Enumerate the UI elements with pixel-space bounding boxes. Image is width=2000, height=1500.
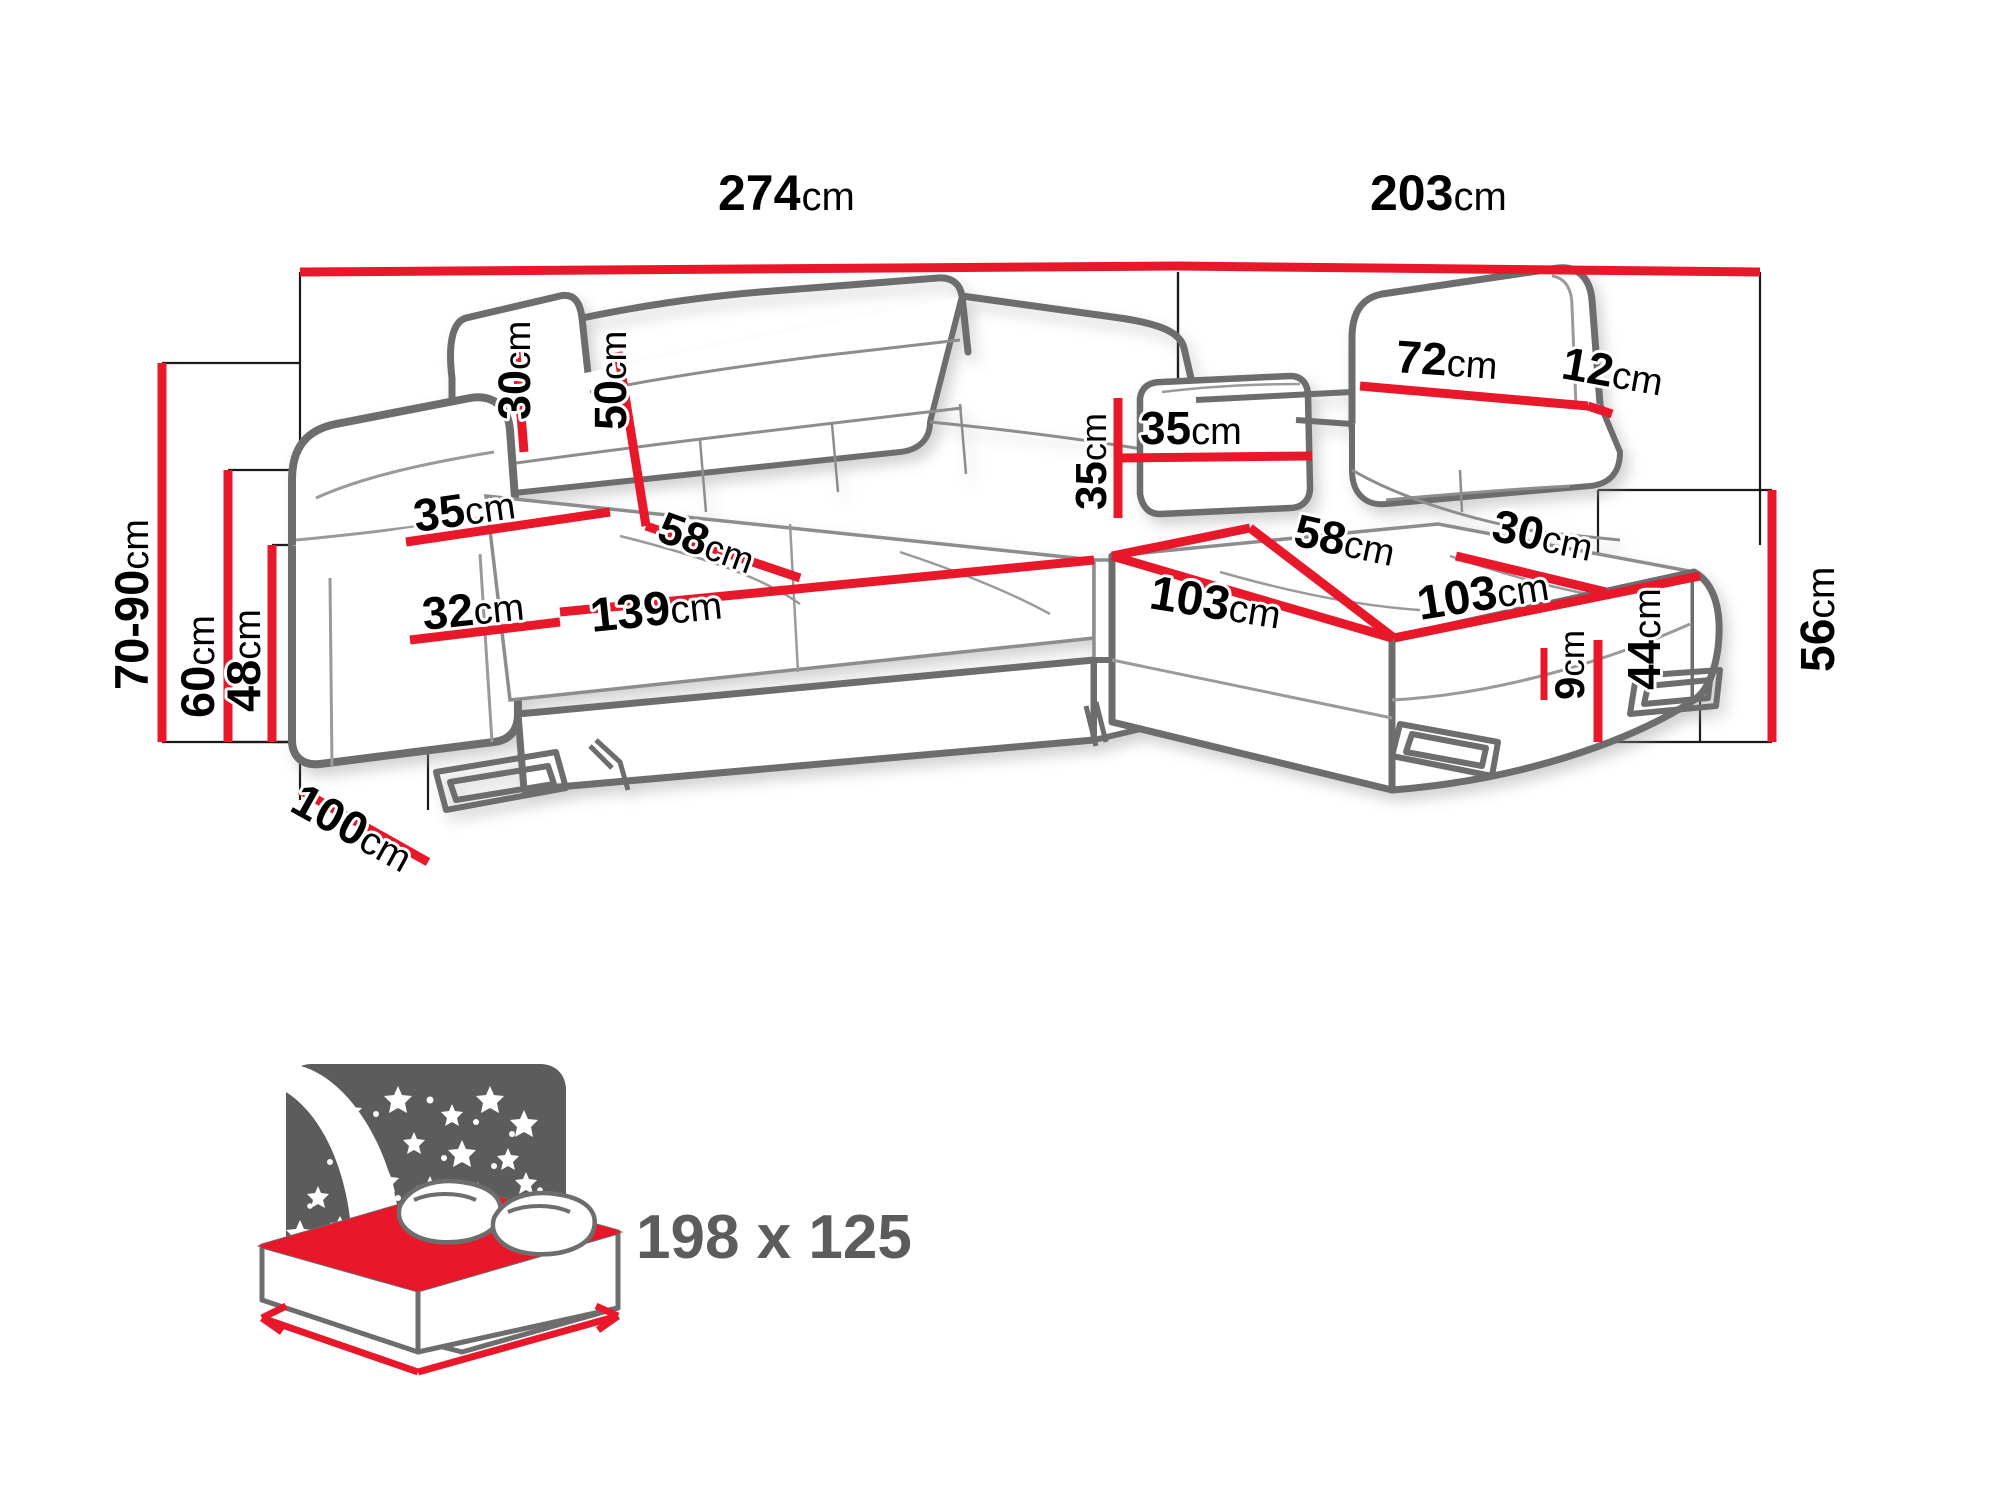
leg-chaise-front [1389, 721, 1501, 779]
dimline-103-c [1393, 571, 1701, 643]
dimline-35-cushion-w [1117, 451, 1313, 463]
bed-arrow-width [260, 1314, 420, 1376]
label-56: 56cm [1792, 567, 1845, 672]
label-72: 72cm [1394, 330, 1499, 389]
dimline-139 [559, 555, 1095, 617]
dimline-12 [1586, 401, 1614, 419]
dimline-30-right [1454, 551, 1608, 597]
label-48: 48cm [217, 609, 270, 712]
leg-left-front [433, 749, 569, 813]
sleeping-area-label: 198 x 125 [636, 1203, 912, 1272]
label-203: 203cm [1370, 165, 1507, 221]
label-60: 60cm [171, 615, 224, 718]
dimline-32 [409, 617, 561, 645]
leg-chaise-rear [1627, 667, 1723, 717]
dimline-50 [613, 351, 651, 527]
label-35-cushion-width: 35cm [1140, 402, 1242, 454]
label-50: 50cm [585, 331, 636, 430]
dimline-100 [297, 786, 431, 866]
leg-left-rear [588, 738, 631, 791]
dimline-30-left [511, 351, 529, 453]
dimline-103-b [1110, 551, 1394, 643]
bed-arrow-depth [417, 1312, 619, 1376]
label-30-left: 30cm [489, 321, 540, 420]
label-32: 32cm [420, 578, 527, 640]
dimline-274 [299, 261, 1179, 277]
label-100: 100cm [283, 772, 423, 882]
label-35-cushion-height: 35cm [1067, 413, 1116, 510]
dimline-72 [1359, 381, 1589, 411]
sofa-illustration [288, 264, 1723, 813]
dimline-58-right [1111, 523, 1251, 561]
dimline-103-a [1247, 524, 1397, 642]
label-274: 274cm [718, 165, 855, 221]
leg-center [1083, 701, 1109, 747]
dimline-35-arm [405, 507, 611, 547]
label-35-armrest: 35cm [410, 476, 518, 542]
label-44: 44cm [1618, 588, 1670, 690]
bed-sleeping-surface-icon: 198 x 125 [256, 1064, 912, 1376]
dimline-203 [1177, 261, 1761, 277]
label-70-90: 70-90cm [105, 519, 158, 690]
label-139: 139cm [588, 576, 725, 643]
label-9: 9cm [1546, 630, 1593, 700]
label-12: 12cm [1558, 337, 1667, 406]
dimension-lines [157, 261, 1777, 866]
dimline-58-left [644, 521, 802, 583]
